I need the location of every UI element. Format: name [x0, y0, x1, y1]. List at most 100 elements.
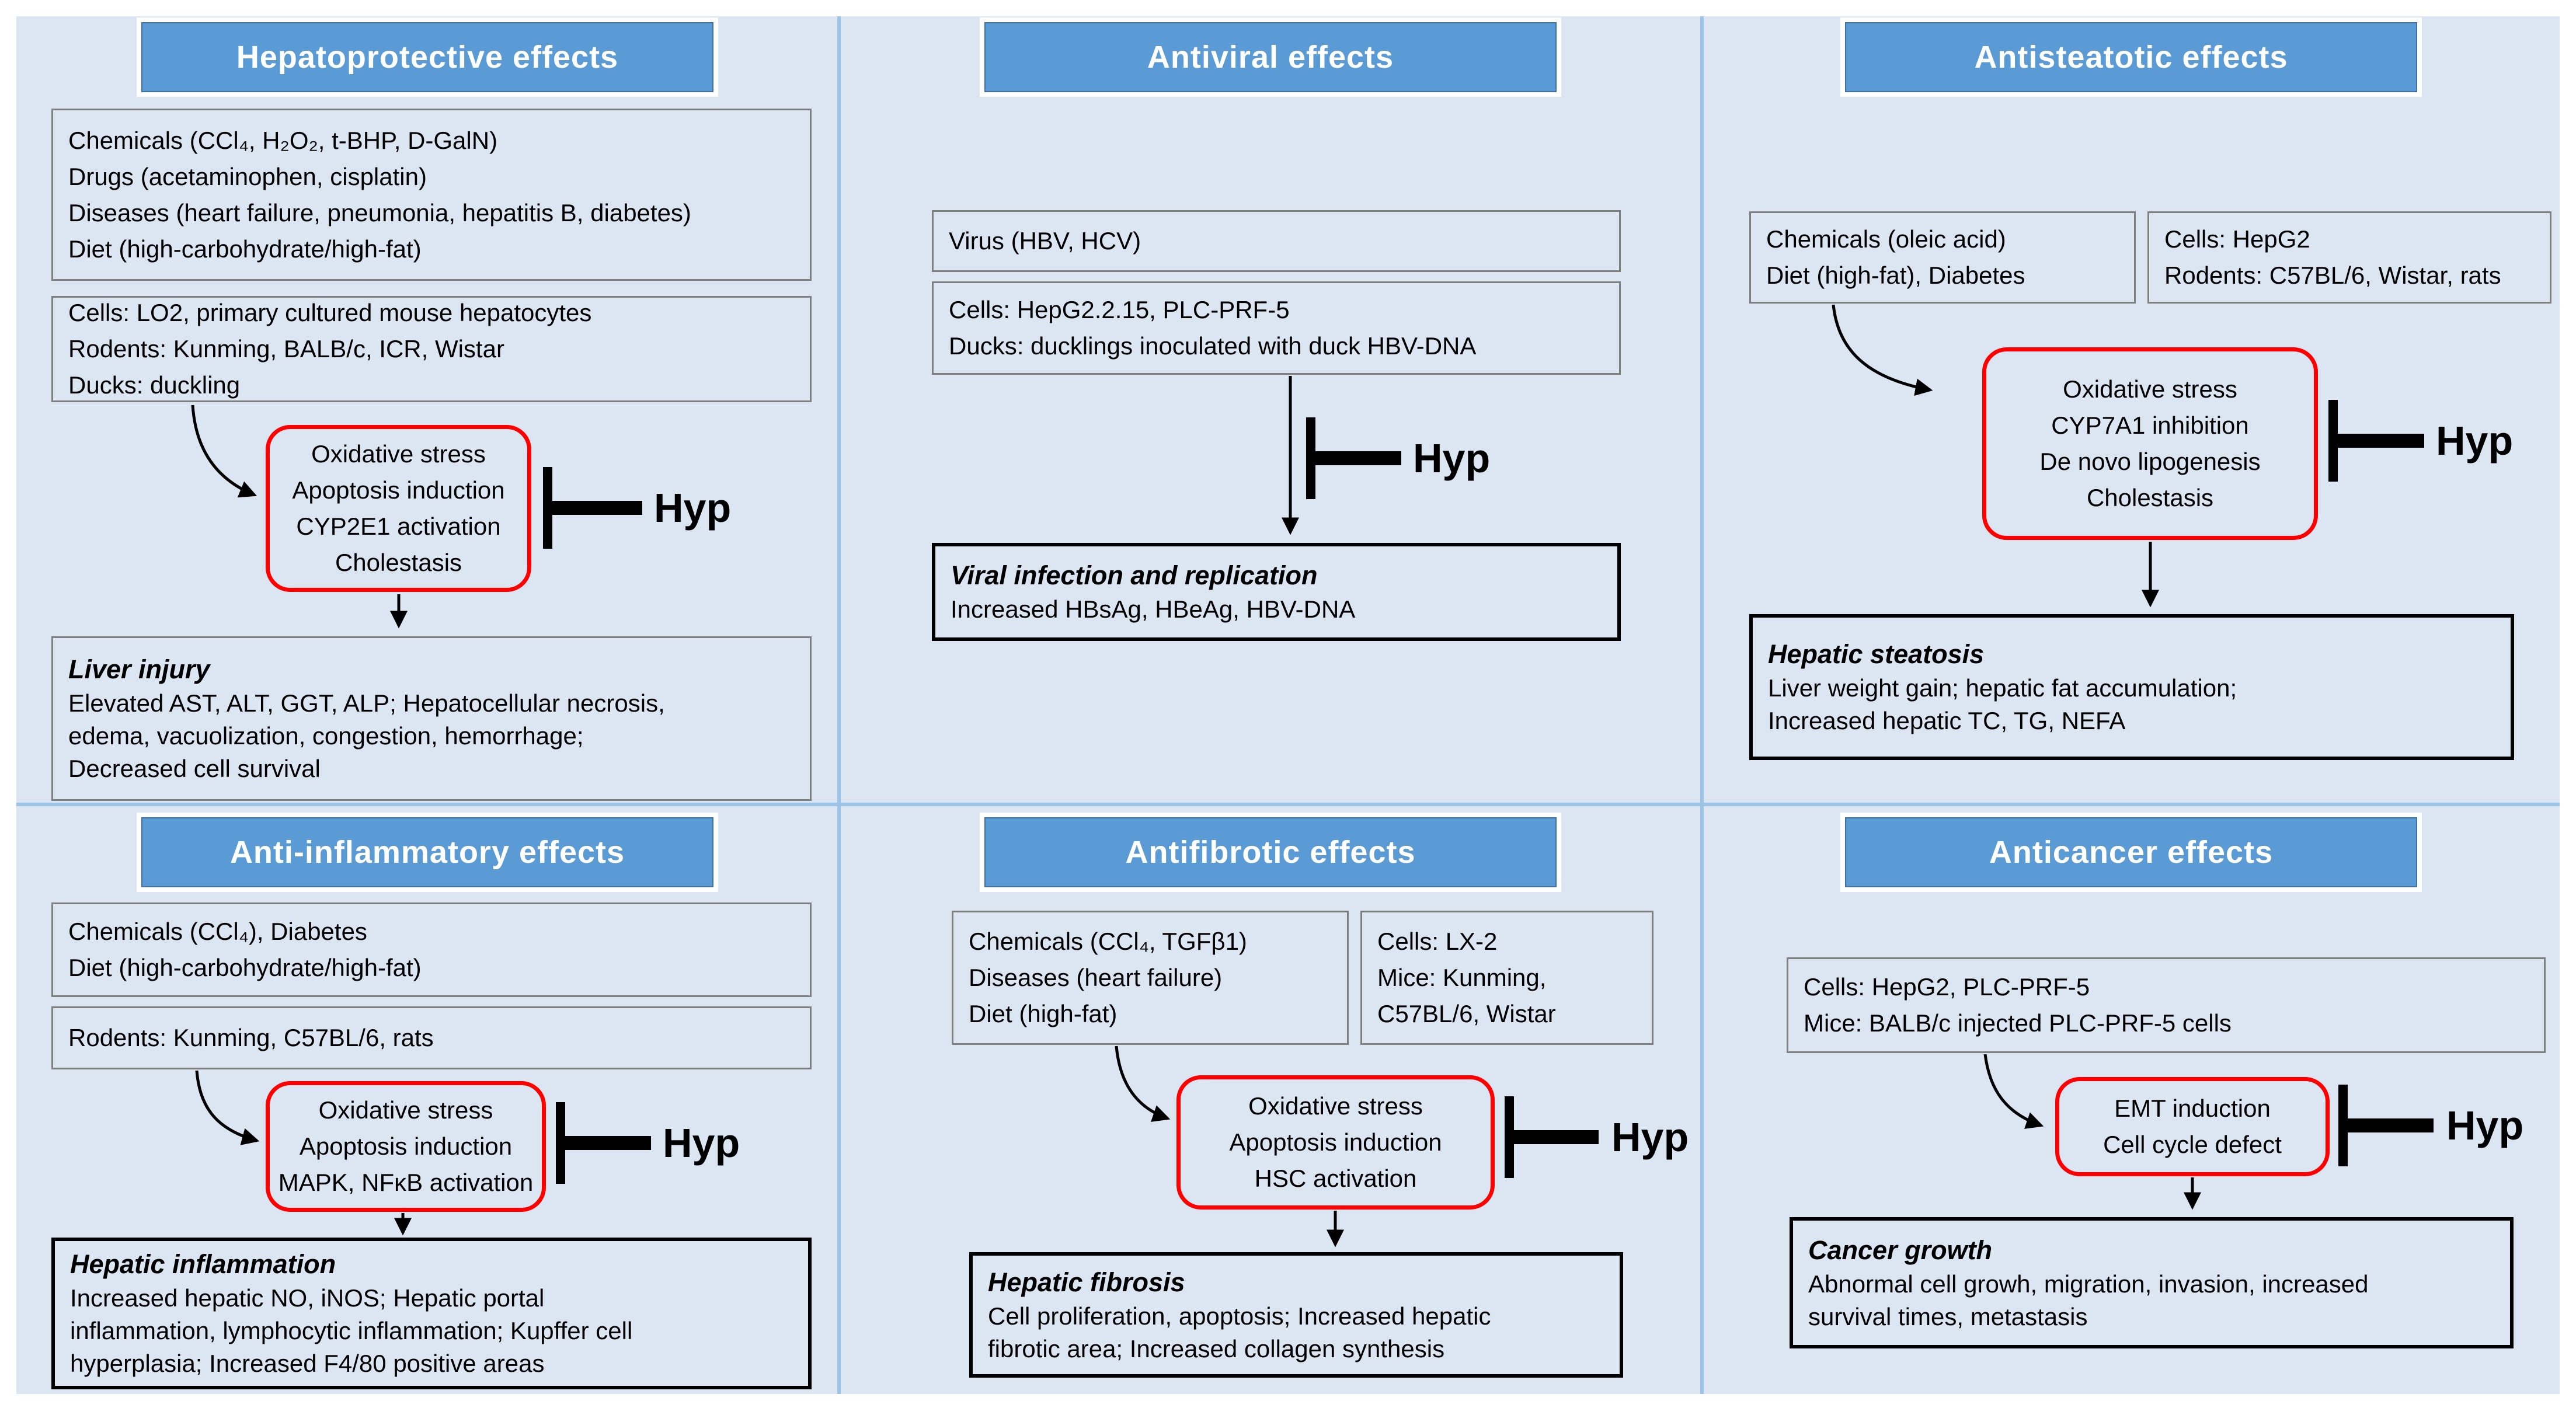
text-line: MAPK, NFκB activation — [278, 1169, 534, 1196]
column-divider-1 — [837, 16, 841, 1394]
text-line: Diseases (heart failure, pneumonia, hepa… — [68, 198, 691, 226]
panel-title: Anticancer effects — [1989, 835, 2274, 870]
text-line: Cells: HepG2 — [2164, 225, 2310, 253]
antifibrotic-inducers-box: Chemicals (CCl₄, TGFβ1) Diseases (heart … — [952, 911, 1349, 1045]
text-line: Cells: LO2, primary cultured mouse hepat… — [68, 299, 592, 326]
anticancer-outcome-box: Cancer growth Abnormal cell growh, migra… — [1790, 1217, 2514, 1348]
antifibrotic-outcome-box: Hepatic fibrosis Cell proliferation, apo… — [969, 1252, 1623, 1378]
antisteatotic-inducers-box: Chemicals (oleic acid) Diet (high-fat), … — [1749, 211, 2136, 304]
anti-inflammatory-inducers-box: Chemicals (CCl₄), Diabetes Diet (high-ca… — [51, 902, 812, 997]
text-line: CYP2E1 activation — [296, 513, 501, 540]
diagram-background — [16, 16, 2560, 1394]
text-line: Liver weight gain; hepatic fat accumulat… — [1768, 674, 2237, 702]
antiviral-inducers-box: Virus (HBV, HCV) — [932, 210, 1621, 272]
text-line: Rodents: C57BL/6, Wistar, rats — [2164, 262, 2501, 289]
text-line: EMT induction — [2114, 1095, 2271, 1122]
text-line: Increased hepatic TC, TG, NEFA — [1768, 707, 2126, 734]
anti-inflammatory-mechanisms-box: Oxidative stress Apoptosis induction MAP… — [266, 1081, 546, 1212]
text-line: Increased hepatic NO, iNOS; Hepatic port… — [70, 1284, 545, 1312]
text-line: Cholestasis — [2086, 484, 2214, 511]
text-line: Increased HBsAg, HBeAg, HBV-DNA — [951, 595, 1356, 623]
text-line: Oxidative stress — [1248, 1092, 1423, 1120]
text-line: Drugs (acetaminophen, cisplatin) — [68, 162, 427, 190]
panel-antifibrotic-header: Antifibrotic effects — [980, 813, 1561, 892]
antisteatotic-models-box: Cells: HepG2 Rodents: C57BL/6, Wistar, r… — [2147, 211, 2551, 304]
text-line: Oxidative stress — [318, 1096, 493, 1124]
text-line: De novo lipogenesis — [2039, 448, 2261, 475]
antisteatotic-outcome-box: Hepatic steatosis Liver weight gain; hep… — [1749, 614, 2514, 760]
text-line: Abnormal cell growh, migration, invasion… — [1808, 1270, 2369, 1298]
hepatoprotective-models-box: Cells: LO2, primary cultured mouse hepat… — [51, 296, 812, 402]
outcome-title: Hepatic steatosis — [1768, 639, 1985, 669]
text-line: Chemicals (CCl₄, TGFβ1) — [969, 928, 1247, 955]
text-line: Chemicals (CCl₄, H₂O₂, t-BHP, D-GalN) — [68, 126, 498, 154]
panel-title: Hepatoprotective effects — [236, 40, 619, 75]
hyp-label: Hyp — [1413, 435, 1491, 481]
hyp-label: Hyp — [654, 485, 732, 531]
anti-inflammatory-models-box: Rodents: Kunming, C57BL/6, rats — [51, 1006, 812, 1069]
antifibrotic-mechanisms-box: Oxidative stress Apoptosis induction HSC… — [1176, 1075, 1495, 1210]
panel-hepatoprotective-header: Hepatoprotective effects — [137, 18, 718, 97]
row-divider — [16, 803, 2560, 806]
text-line: Ducks: duckling — [68, 371, 241, 399]
outcome-title: Hepatic inflammation — [70, 1249, 336, 1279]
text-line: Elevated AST, ALT, GGT, ALP; Hepatocellu… — [68, 689, 665, 717]
text-line: Cells: HepG2, PLC-PRF-5 — [1804, 973, 2090, 1001]
outcome-title: Hepatic fibrosis — [988, 1267, 1185, 1297]
outcome-title: Liver injury — [68, 654, 210, 684]
outcome-title: Viral infection and replication — [951, 560, 1318, 590]
panel-title: Antisteatotic effects — [1974, 40, 2288, 75]
text-line: Rodents: Kunming, BALB/c, ICR, Wistar — [68, 335, 504, 363]
text-line: Mice: Kunming, — [1377, 964, 1547, 991]
anticancer-mechanisms-box: EMT induction Cell cycle defect — [2055, 1077, 2330, 1176]
panel-title: Anti-inflammatory effects — [229, 835, 625, 870]
hepatoprotective-mechanisms-box: Oxidative stress Apoptosis induction CYP… — [266, 425, 531, 592]
text-line: Diet (high-fat), Diabetes — [1766, 262, 2025, 289]
text-line: C57BL/6, Wistar — [1377, 1000, 1556, 1027]
panel-antiviral-header: Antiviral effects — [980, 18, 1561, 97]
text-line: Decreased cell survival — [68, 755, 321, 782]
panel-antisteatotic-header: Antisteatotic effects — [1840, 18, 2422, 97]
anti-inflammatory-outcome-box: Hepatic inflammation Increased hepatic N… — [51, 1238, 812, 1389]
text-line: Diseases (heart failure) — [969, 964, 1223, 991]
text-line: CYP7A1 inhibition — [2051, 412, 2249, 439]
text-line: Apoptosis induction — [292, 476, 505, 504]
hepatoprotective-outcome-box: Liver injury Elevated AST, ALT, GGT, ALP… — [51, 636, 812, 801]
panel-title: Antifibrotic effects — [1125, 835, 1416, 870]
hyp-label: Hyp — [2436, 418, 2514, 463]
text-line: Apoptosis induction — [1229, 1128, 1442, 1156]
text-line: Virus (HBV, HCV) — [949, 227, 1141, 255]
text-line: Oxidative stress — [311, 440, 486, 468]
text-line: Diet (high-carbohydrate/high-fat) — [68, 954, 422, 981]
hyp-label: Hyp — [1611, 1114, 1689, 1160]
text-line: inflammation, lymphocytic inflammation; … — [70, 1317, 633, 1344]
antisteatotic-mechanisms-box: Oxidative stress CYP7A1 inhibition De no… — [1982, 347, 2318, 540]
text-line: Chemicals (oleic acid) — [1766, 225, 2006, 253]
text-line: Chemicals (CCl₄), Diabetes — [68, 918, 367, 945]
text-line: Ducks: ducklings inoculated with duck HB… — [949, 332, 1477, 360]
hyp-label: Hyp — [663, 1120, 740, 1166]
text-line: edema, vacuolization, congestion, hemorr… — [68, 722, 584, 750]
anticancer-models-box: Cells: HepG2, PLC-PRF-5 Mice: BALB/c inj… — [1787, 957, 2546, 1053]
panel-anti-inflammatory-header: Anti-inflammatory effects — [137, 813, 718, 892]
outcome-title: Cancer growth — [1808, 1235, 1993, 1265]
text-line: Diet (high-carbohydrate/high-fat) — [68, 235, 422, 263]
text-line: Apoptosis induction — [299, 1132, 513, 1160]
text-line: Cholestasis — [335, 549, 462, 576]
text-line: hyperplasia; Increased F4/80 positive ar… — [70, 1350, 545, 1377]
hepatoprotective-inducers-box: Chemicals (CCl₄, H₂O₂, t-BHP, D-GalN) Dr… — [51, 109, 812, 281]
antiviral-outcome-box: Viral infection and replication Increase… — [932, 543, 1621, 641]
hyp-label: Hyp — [2446, 1103, 2524, 1148]
text-line: HSC activation — [1254, 1165, 1417, 1192]
text-line: Oxidative stress — [2063, 375, 2237, 403]
panel-title: Antiviral effects — [1147, 40, 1394, 75]
text-line: Cells: LX-2 — [1377, 928, 1498, 955]
text-line: Cell proliferation, apoptosis; Increased… — [988, 1302, 1491, 1330]
text-line: survival times, metastasis — [1808, 1302, 2088, 1330]
text-line: Cells: HepG2.2.15, PLC-PRF-5 — [949, 296, 1290, 323]
antiviral-models-box: Cells: HepG2.2.15, PLC-PRF-5 Ducks: duck… — [932, 281, 1621, 375]
text-line: fibrotic area; Increased collagen synthe… — [988, 1334, 1445, 1362]
text-line: Rodents: Kunming, C57BL/6, rats — [68, 1024, 434, 1051]
column-divider-2 — [1700, 16, 1704, 1394]
